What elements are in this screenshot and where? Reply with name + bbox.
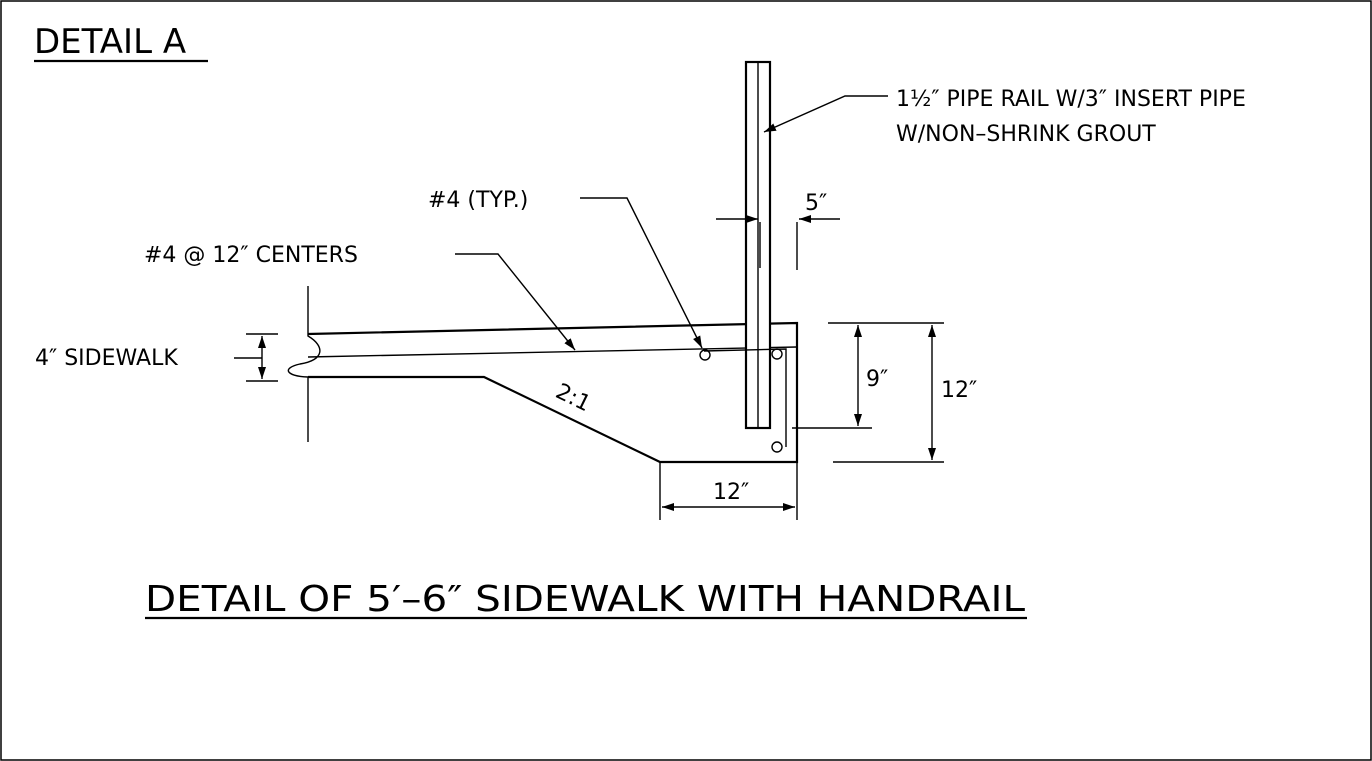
detail-label: DETAIL A [34,22,186,62]
dim-5in-label: 5″ [805,191,827,216]
rebar-typ-leader [580,197,703,349]
dim-12in-horizontal-label: 12″ [713,480,749,505]
rebar-bar-typ [699,349,711,361]
sidewalk-callout: 4″ SIDEWALK [35,346,178,371]
pipe-rail-leader [763,95,888,133]
rebar-bar-top [771,348,783,360]
rebar-bar-bottom [771,441,783,453]
sidewalk-bottom-line [307,346,798,358]
slope-label: 2:1 [552,379,595,417]
sidewalk-slab-outline [307,321,799,464]
rebar-centers-leader [455,253,576,351]
rebar-centers-callout: #4 @ 12″ CENTERS [144,243,358,268]
rebar-stirrup [703,348,787,447]
dim-9in-label: 9″ [866,367,888,392]
dim-12in-vertical-label: 12″ [941,378,977,403]
break-line [287,286,321,442]
pipe-rail-callout-line1: 1½″ PIPE RAIL W/3″ INSERT PIPE [896,87,1246,112]
drawing-title: DETAIL OF 5′–6″ SIDEWALK WITH HANDRAIL [145,579,1025,620]
pipe-rail-callout-line2: W/NON–SHRINK GROUT [896,122,1156,147]
rebar-typ-callout: #4 (TYP.) [428,188,528,213]
